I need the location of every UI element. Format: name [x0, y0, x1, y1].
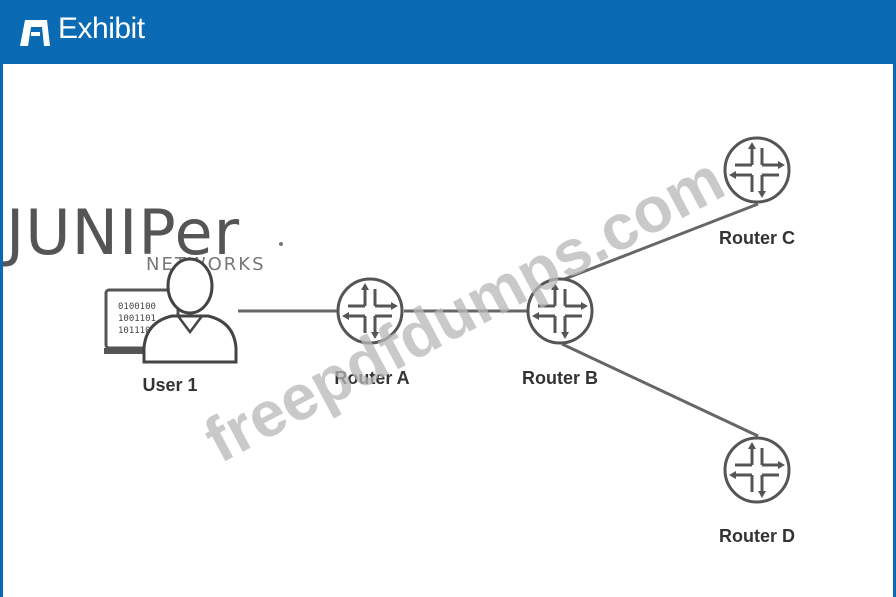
link-router-b-router-c	[561, 202, 759, 282]
router-a-label: Router A	[334, 368, 409, 388]
screen-bits-line: 1001101	[118, 314, 156, 324]
router-icon	[723, 136, 791, 204]
exhibit-title: Exhibit	[58, 12, 145, 45]
router-b-label: Router B	[522, 368, 598, 388]
frame-border-left	[0, 64, 3, 597]
router-a-node: Router A	[334, 277, 410, 388]
screen-bits-line: 1011100	[118, 326, 156, 336]
screen-bits-line: 0100100	[118, 302, 156, 312]
juniper-wordmark: JUNIPer	[2, 196, 240, 269]
watermark-text: freepdfdumps.com	[193, 142, 735, 476]
juniper-logo: JUNIPer NETWORKS	[2, 196, 283, 275]
link-router-b-router-d	[561, 342, 759, 438]
network-diagram: JUNIPer NETWORKS 0100100 1001101 1011100…	[2, 136, 795, 546]
user-1-label: User 1	[142, 375, 197, 395]
registered-mark	[279, 242, 283, 246]
router-c-node: Router C	[719, 136, 795, 248]
exhibit-icon	[20, 20, 50, 46]
router-icon	[723, 436, 791, 504]
router-d-label: Router D	[719, 526, 795, 546]
router-d-node: Router D	[719, 436, 795, 546]
router-b-node: Router B	[522, 277, 598, 388]
user-1-node: 0100100 1001101 1011100 User 1	[104, 257, 238, 395]
frame-border-right	[893, 64, 896, 597]
router-c-label: Router C	[719, 228, 795, 248]
exhibit-header: Exhibit	[0, 0, 896, 64]
user-person-icon	[142, 257, 238, 364]
